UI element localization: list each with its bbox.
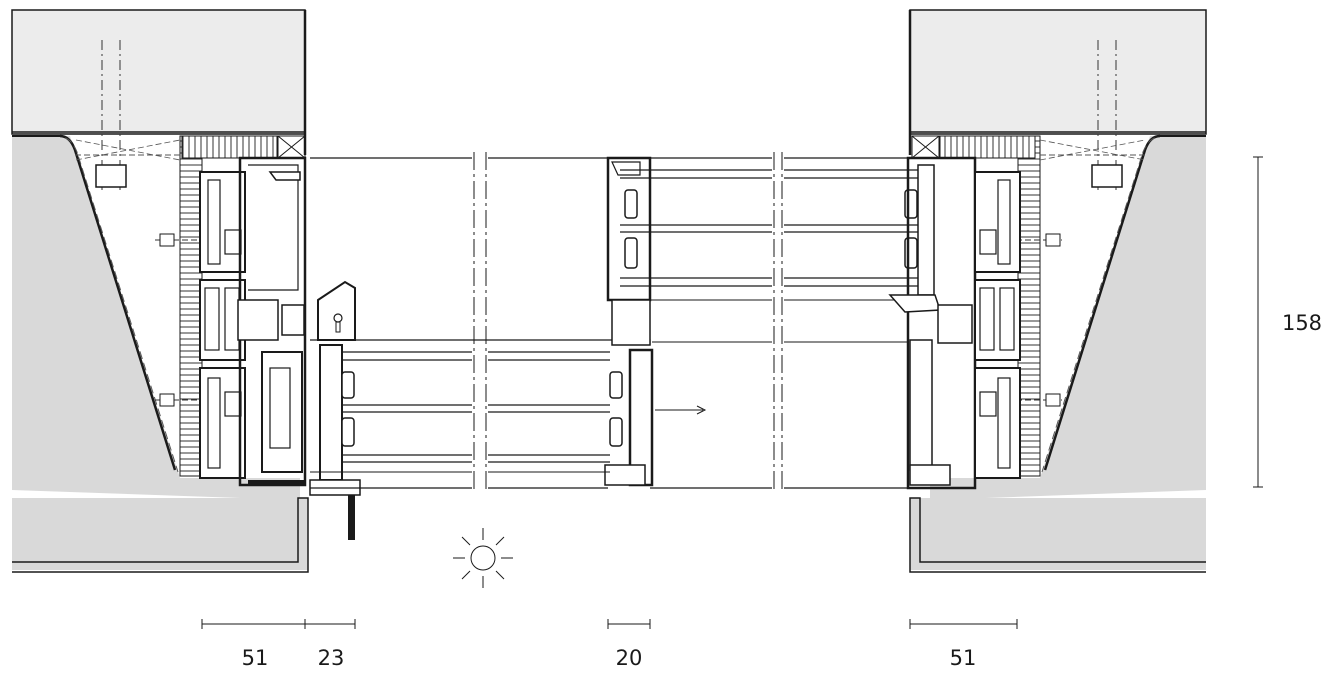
right-bolt-nut — [1091, 164, 1123, 188]
frame-lines — [310, 157, 908, 489]
right-upper-slab — [909, 9, 1207, 135]
left-wall-body — [12, 136, 300, 500]
left-lower-slab — [12, 498, 308, 570]
left-bolt-nut — [95, 164, 127, 188]
right-insulation-strip — [1017, 135, 1041, 477]
left-wall — [11, 9, 309, 573]
dimension-right-frame: 51 — [950, 646, 977, 670]
left-leaf-lock — [309, 280, 651, 540]
left-frame-profile — [199, 156, 307, 487]
sliding-leaf — [310, 348, 654, 487]
dimension-left-frame: 51 — [242, 646, 269, 670]
left-upper-slab — [11, 9, 306, 135]
sun-icon — [453, 528, 513, 588]
right-top-insulation — [939, 135, 1036, 159]
dimension-lines — [201, 156, 1263, 629]
right-lower-slab — [910, 498, 1206, 570]
arrow-right-icon — [655, 405, 707, 415]
dimension-height: 158 — [1282, 311, 1322, 335]
dimension-left-leaf: 23 — [318, 646, 345, 670]
dimension-center-profile: 20 — [616, 646, 643, 670]
right-frame-profile — [888, 156, 1021, 490]
lock-housing — [317, 280, 356, 341]
fixed-leaf — [606, 156, 925, 346]
right-wall-body — [930, 136, 1206, 500]
left-insulation-strip — [179, 135, 203, 477]
right-wall — [908, 9, 1207, 573]
left-top-insulation — [181, 135, 278, 159]
break-lines — [473, 152, 783, 492]
